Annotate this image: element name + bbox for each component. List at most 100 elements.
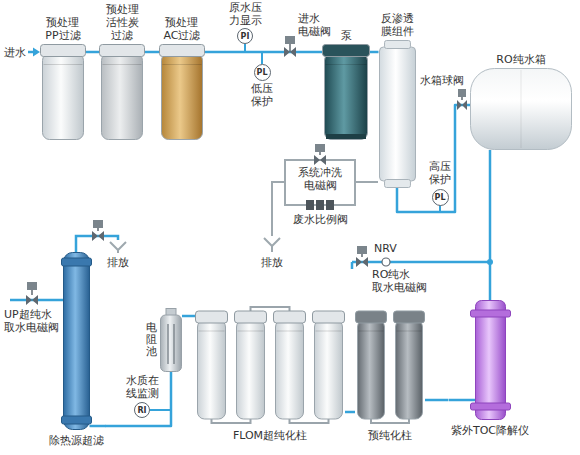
drain-funnel [264,238,280,252]
carbon-filter: 预处理 活性炭 过滤 [99,3,145,140]
check-valve-symbol [382,258,390,266]
low-pressure-switch: PL [254,64,271,81]
pressure-gauge: PI [237,28,253,44]
annotation-label: 排放 [261,256,283,269]
cartridge-ring [238,331,264,332]
cell-body [161,315,182,372]
annotation-label: RO纯水 取水电磁阀 [372,268,427,294]
water-pipe [182,315,195,318]
membrane-cap [384,180,410,188]
flom-columns-shape [195,305,345,425]
cartridge-cap [160,45,205,57]
label-stack: 反渗透 膜组件 [379,12,416,38]
water-pipe [145,51,159,54]
annotation-label: 系统冲洗 电磁阀 [298,166,342,192]
component-label: 紫外TOC降解仪 [451,424,529,437]
resistivity-cell-shape [160,308,182,372]
column-link [371,419,409,423]
water-pipe [489,150,492,300]
drain-pipe [272,160,378,236]
cartridge-body [276,320,304,419]
shape-group [323,45,370,140]
valve-stem [97,228,99,231]
cartridge-cap [41,45,86,57]
label-stack: 预处理 PP过滤 [40,16,86,42]
uf-cap [61,258,91,266]
cartridge-cap [100,45,145,57]
cartridge-cap [313,311,345,323]
cartridge-ring [163,64,202,65]
gauge-code: PL [435,193,446,202]
annotation-label: NRV [374,242,397,255]
annotation-label: 原水压 力显示 [229,1,262,27]
valve-symbol [356,257,368,267]
membrane-tube [379,47,415,181]
cartridge-body [237,320,265,419]
gauge-tap [261,52,263,64]
cell-electrode [168,324,174,364]
gauge-code: PI [241,32,250,41]
cartridge-cap [323,45,370,57]
inlet-arrowhead [33,48,40,57]
high-pressure-switch: PL [432,189,449,206]
label-stack: 预处理 AC过滤 [159,16,205,42]
ac-filter: 预处理 AC过滤 [159,16,205,140]
annotation-label: 低压 保护 [251,82,273,108]
valve-stem [31,290,33,295]
component-label: 预纯化柱 [368,429,412,442]
ratio-valve-block [316,200,324,210]
water-tank: RO纯水箱 [470,53,572,150]
water-pipe [106,372,172,426]
annotation-label: 排放 [107,256,129,269]
cartridge-cap [394,311,425,323]
water-pipe [370,51,379,54]
annotation-label: 废水比例阀 [293,213,348,226]
pump-shape [322,44,370,140]
uv-flange [470,310,510,317]
shape-group [449,301,511,420]
cartridge-body [396,320,423,419]
ratio-valve-block [326,200,334,210]
solenoid-symbol [357,246,367,254]
shape-group [196,307,345,423]
tank-body [471,69,572,150]
membrane-cap [384,41,410,49]
shape-group [41,45,86,140]
shape-group [161,309,182,372]
solenoid-symbol [27,282,37,290]
shape-group [356,311,425,423]
shape-group [61,253,106,430]
ac-filter-shape [159,44,205,140]
label-stack: 紫外TOC降解仪 [449,424,532,437]
cartridge-body [358,320,385,419]
component-label: 除热源超滤 [49,434,104,447]
uv-toc-unit-shape [449,300,532,420]
annotation-label: 进水 [4,46,26,59]
valve-stem [319,152,321,155]
uv-flange [470,403,510,410]
carbon-filter-shape [99,44,145,140]
annotation-label: 高压 保护 [429,160,451,186]
shape-group [160,45,205,140]
annotation-label: 进水 电磁阀 [298,12,331,38]
tank-seam [521,70,522,148]
cartridge-body [198,320,226,419]
solenoid-symbol [93,220,103,228]
prepurify-columns-shape [355,305,425,425]
uv-body [475,301,505,420]
valve-stem [461,97,463,100]
column-link [251,307,290,311]
component-label: 预处理 AC过滤 [163,16,200,42]
cartridge-body [162,54,203,140]
shape-group [471,69,572,150]
pump-base [326,134,366,139]
label-stack: 电阻池 [146,322,157,358]
quality-monitor: RI [134,402,150,418]
water-tank-shape [470,68,572,150]
cartridge-cap [356,311,387,323]
cartridge-ring [277,331,303,332]
water-pipe [86,51,99,54]
ratio-valve-block [306,200,314,210]
cartridge-body [102,54,143,140]
